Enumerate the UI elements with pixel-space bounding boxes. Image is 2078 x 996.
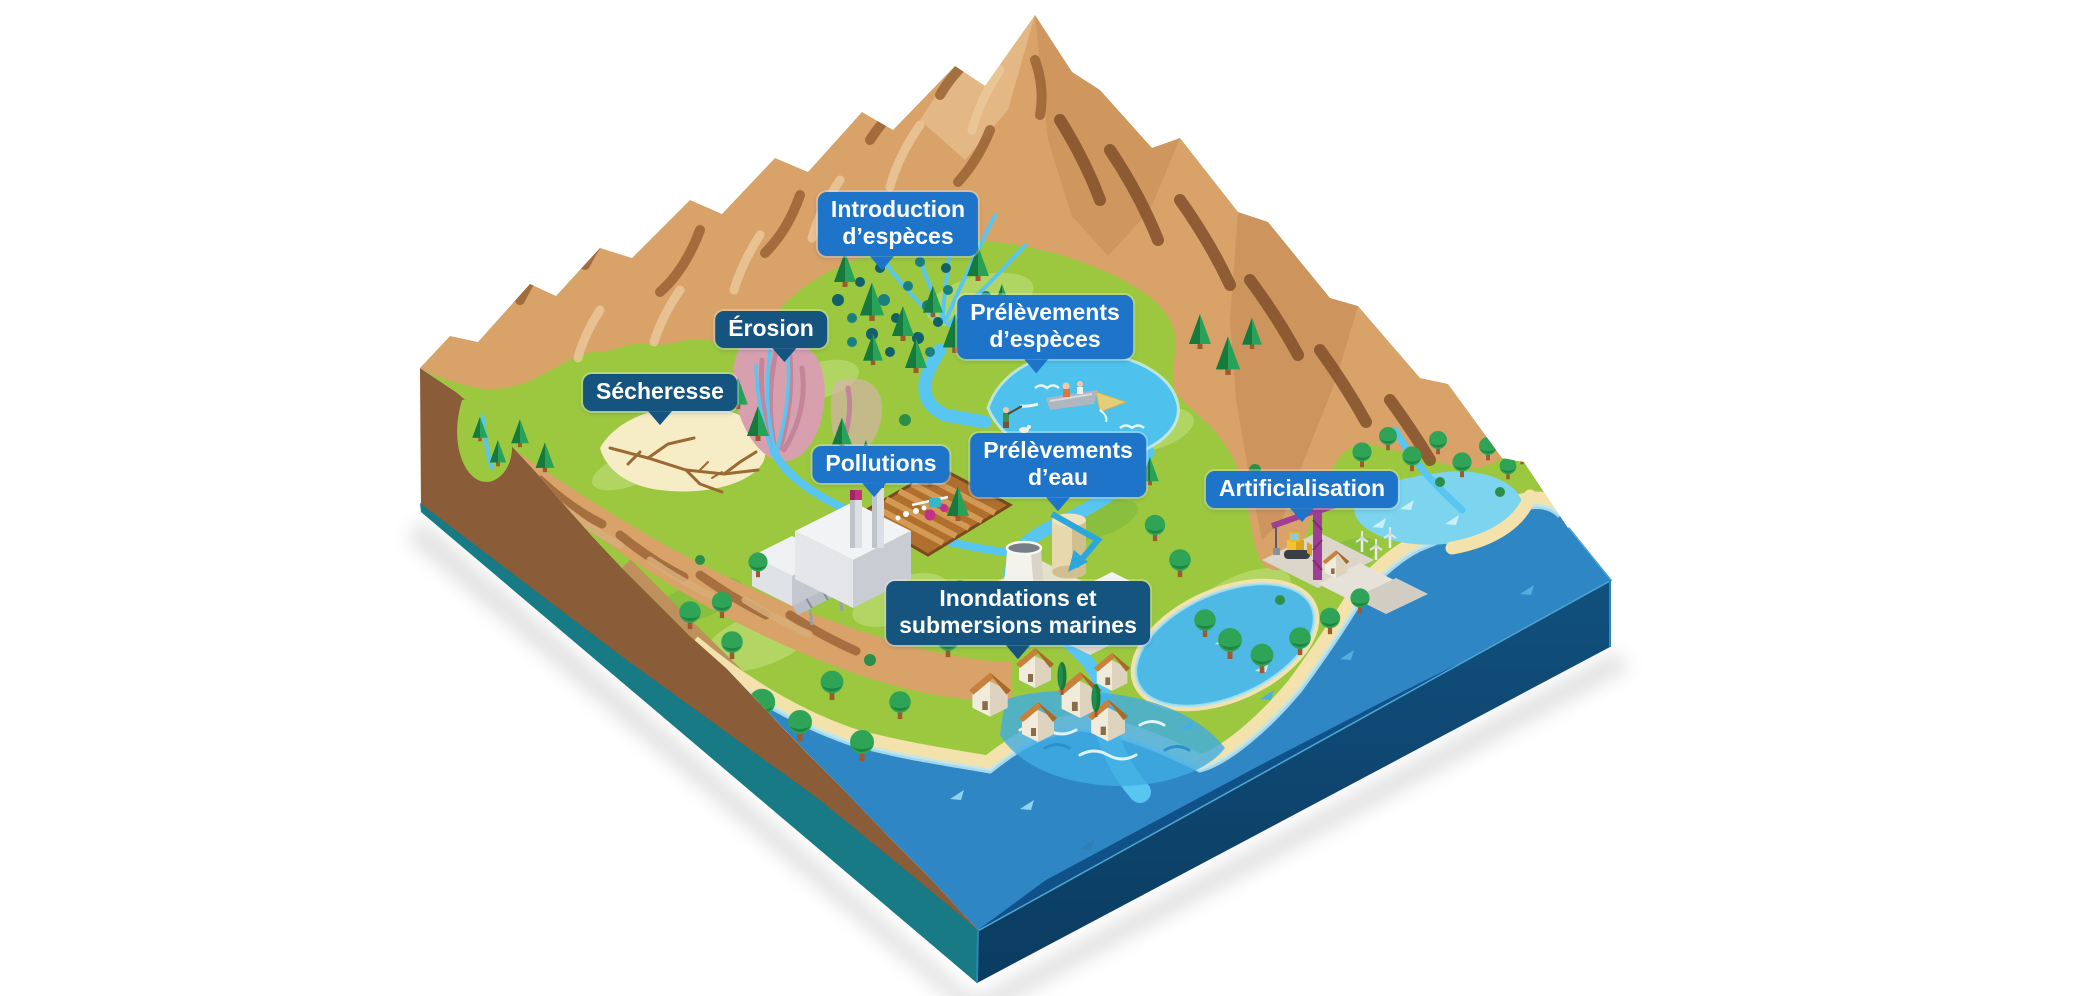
callout-line: Prélèvements [970, 299, 1120, 325]
construction-site [1262, 499, 1428, 614]
callout-line: Introduction [830, 196, 966, 222]
water-intake-pipe-arrow [1050, 511, 1103, 572]
callout-introduction-especes[interactable]: Introduction d’espèces [817, 192, 979, 257]
mountain [420, 15, 1502, 701]
spraying-tractor [895, 495, 949, 521]
callout-line: submersions marines [899, 612, 1137, 639]
callout-pollutions[interactable]: Pollutions [812, 446, 950, 484]
bulldozer [1284, 532, 1312, 559]
sea [688, 506, 1610, 930]
block-left-face [420, 368, 978, 983]
callout-secheresse[interactable]: Sécheresse [583, 374, 737, 412]
hunter-with-dog [1003, 405, 1031, 433]
callout-line: Artificialisation [1218, 475, 1386, 501]
fishing-boat [1019, 381, 1128, 423]
callout-erosion[interactable]: Érosion [715, 311, 827, 349]
factory [752, 478, 911, 626]
callout-artificialisation[interactable]: Artificialisation [1205, 471, 1399, 509]
callout-prelevements-eau[interactable]: Prélèvements d’eau [970, 433, 1146, 498]
callout-line: d’espèces [989, 326, 1101, 353]
callout-line: Pollutions [825, 450, 937, 476]
callout-inondations[interactable]: Inondations et submersions marines [886, 581, 1150, 646]
callout-line: Inondations et [939, 585, 1097, 611]
callout-line: d’eau [1027, 464, 1089, 491]
deep-sea-band [978, 580, 1610, 930]
flooded-village [969, 648, 1225, 786]
dry-cracked-soil [600, 405, 766, 494]
factory-chimneys [850, 478, 884, 548]
callout-line: Sécheresse [596, 378, 724, 404]
callout-line: Prélèvements [983, 437, 1133, 463]
callout-line: Érosion [728, 315, 814, 341]
callout-prelevements-especes[interactable]: Prélèvements d’espèces [957, 295, 1133, 360]
callout-line: d’espèces [842, 223, 954, 250]
